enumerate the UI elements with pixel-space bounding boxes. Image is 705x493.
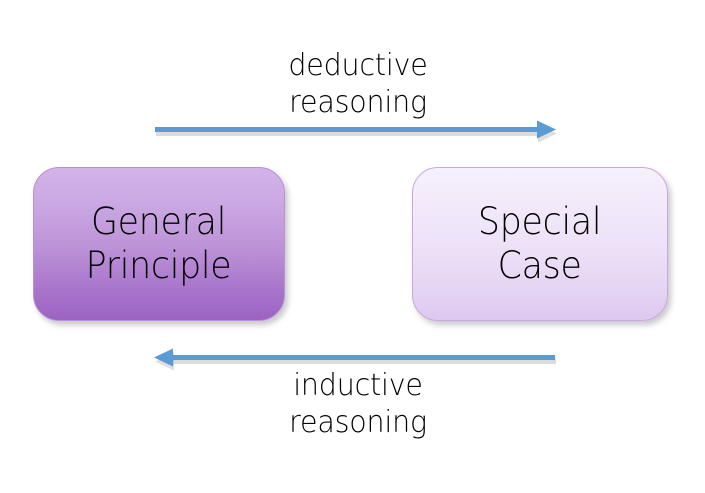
node-general-principle-label: General Principle xyxy=(86,200,232,287)
deductive-reasoning-label: deductive reasoning xyxy=(288,48,428,120)
node-special-case[interactable]: Special Case xyxy=(412,167,668,321)
inductive-reasoning-label: inductive reasoning xyxy=(289,368,427,440)
node-special-case-label: Special Case xyxy=(478,200,602,287)
node-general-principle[interactable]: General Principle xyxy=(33,167,285,321)
